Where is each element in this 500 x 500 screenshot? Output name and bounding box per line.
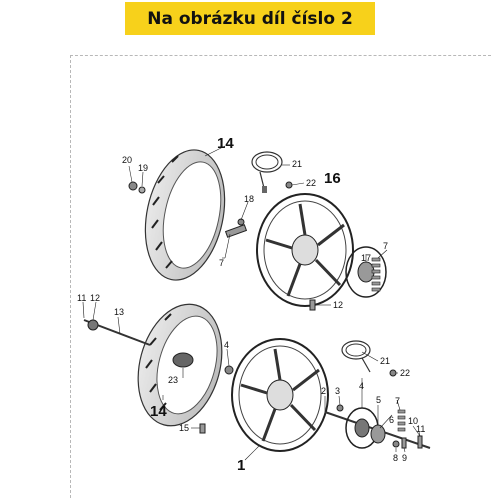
callout-12-right: 12 (333, 300, 343, 310)
callout-17: 17 (361, 253, 371, 263)
callout-21-lower: 21 (380, 356, 390, 366)
callout-7-right: 7 (383, 241, 388, 251)
rear-sensor-cable (251, 151, 283, 193)
callout-labels: 20 19 14 21 16 22 18 7 17 7 12 11 12 13 … (77, 135, 425, 474)
rear-tire (144, 149, 226, 281)
callout-22-upper: 22 (306, 178, 316, 188)
callout-12-left: 12 (90, 293, 100, 303)
rear-brake-disc (345, 246, 387, 298)
callout-18: 18 (244, 194, 254, 204)
callout-22-lower: 22 (400, 368, 410, 378)
callout-13: 13 (114, 307, 124, 317)
front-rim (231, 338, 329, 452)
callout-14-upper: 14 (217, 135, 234, 152)
callout-1: 1 (237, 457, 245, 474)
callout-4-lower: 4 (359, 381, 364, 391)
callout-20: 20 (122, 155, 132, 165)
callout-19: 19 (138, 163, 148, 173)
front-sensor-cable (341, 340, 397, 377)
callout-4-upper: 4 (224, 340, 229, 350)
callout-11-left: 11 (77, 293, 86, 303)
callout-2: 2 (321, 386, 326, 396)
callout-15: 15 (179, 423, 189, 433)
front-brake-disc (345, 407, 386, 449)
callout-10: 10 (408, 416, 418, 426)
callout-5: 5 (376, 395, 381, 405)
leader-lines (82, 145, 421, 461)
banner-title: Na obrázku díl číslo 2 (147, 8, 353, 29)
callout-9: 9 (402, 453, 407, 463)
callout-16: 16 (324, 170, 341, 187)
diagram-frame (70, 55, 491, 498)
callout-8: 8 (393, 453, 398, 463)
callout-7-upper: 7 (219, 258, 224, 268)
callout-14-lower: 14 (150, 403, 167, 420)
callout-11-right: 11 (416, 424, 425, 434)
title-banner: Na obrázku díl číslo 2 (125, 2, 375, 35)
callout-21-upper: 21 (292, 159, 302, 169)
rear-small-parts (128, 181, 381, 311)
callout-7-lower: 7 (395, 396, 400, 406)
front-tire (137, 303, 223, 427)
callout-3: 3 (335, 386, 340, 396)
rear-rim (256, 193, 354, 307)
callout-6: 6 (389, 415, 394, 425)
callout-23: 23 (168, 375, 178, 385)
